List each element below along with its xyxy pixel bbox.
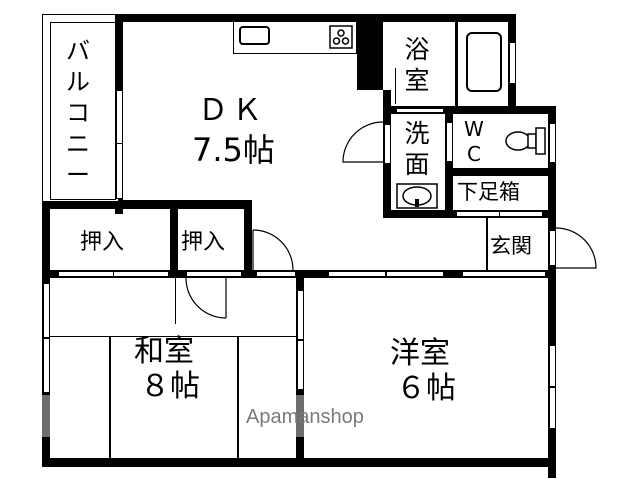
western-door-a[interactable] [328,271,386,277]
japanese-door-swing[interactable] [185,277,228,320]
wall-dk-left-solid [115,14,123,92]
dk-name: ＤＫ [198,93,266,128]
closet-2-door[interactable] [186,271,242,277]
stove-icon [329,25,353,49]
wall-wash-right [445,106,453,218]
watermark-text: Apamanshop [246,406,364,428]
wash-door-left[interactable] [384,124,391,164]
bathtub-icon [466,32,502,92]
right-window-b[interactable] [549,387,556,429]
wall-wc-right [548,106,556,478]
balcony-label: バルコニー [66,37,90,189]
wall-top-bath [383,14,515,22]
closet-2-label: 押入 [181,230,226,255]
left-window-a[interactable] [43,283,50,338]
shoe-cabinet-door-a[interactable] [456,211,500,217]
wall-wc-bottom [445,168,555,176]
wall-closet-top [42,200,252,209]
closet-1-door-a[interactable] [58,271,114,277]
entrance-door-swing[interactable] [555,226,600,272]
wall-closet-divider [170,200,178,278]
wc-door[interactable] [446,122,453,162]
balcony-window-1[interactable] [116,90,123,144]
bath-door[interactable] [396,108,444,113]
wc-label-w: W [464,117,484,141]
western-room-size: ６帖 [396,371,456,406]
toilet-icon [505,127,546,155]
shoe-cabinet-label: 下足箱 [457,180,520,204]
balcony-window-2[interactable] [116,143,123,199]
left-window-b[interactable] [43,338,50,393]
wall-wc-top [383,106,555,114]
dk-size: 7.5帖 [192,131,275,169]
wc-label-c: C [467,142,481,166]
western-room-name: 洋室 [390,336,450,371]
entry-gap [462,271,546,277]
partition-window-a[interactable] [297,290,304,340]
closet-1-label: 押入 [80,230,125,255]
partition-window-b[interactable] [297,340,304,390]
right-window-a[interactable] [549,345,556,387]
bath-label: 浴室 [404,35,430,95]
watermark-band-left [42,395,50,437]
wc-window[interactable] [549,123,556,163]
balcony-inner [50,22,116,200]
washbasin-icon [396,183,438,209]
entrance-label: 玄関 [490,234,532,258]
tatami-line-h [50,336,296,337]
watermark-band-mid [296,395,304,437]
sink-icon [239,26,270,45]
tatami-line-v3 [175,278,176,324]
wall-top-dk [115,14,360,22]
wall-bath-divider [455,22,458,108]
shoe-cabinet-door-b[interactable] [499,211,543,217]
dk-door-opening[interactable] [256,271,296,277]
tatami-line-v2 [237,337,239,459]
western-door-b[interactable] [386,271,444,277]
wall-kitchen-column [357,14,383,90]
japanese-room-name: 和室 [134,334,194,369]
bath-curtain-line [395,68,396,104]
closet-door-swing[interactable] [252,229,295,272]
dk-door-swing[interactable] [342,121,385,164]
washroom-label: 洗面 [404,119,430,179]
wall-closet-right [244,200,252,278]
entrance-step-line [486,218,488,272]
tatami-line-v1 [109,337,111,459]
japanese-room-size: ８帖 [140,369,200,404]
entrance-window[interactable] [549,230,556,266]
bath-window[interactable] [509,42,516,84]
closet-1-door-b[interactable] [113,271,169,277]
